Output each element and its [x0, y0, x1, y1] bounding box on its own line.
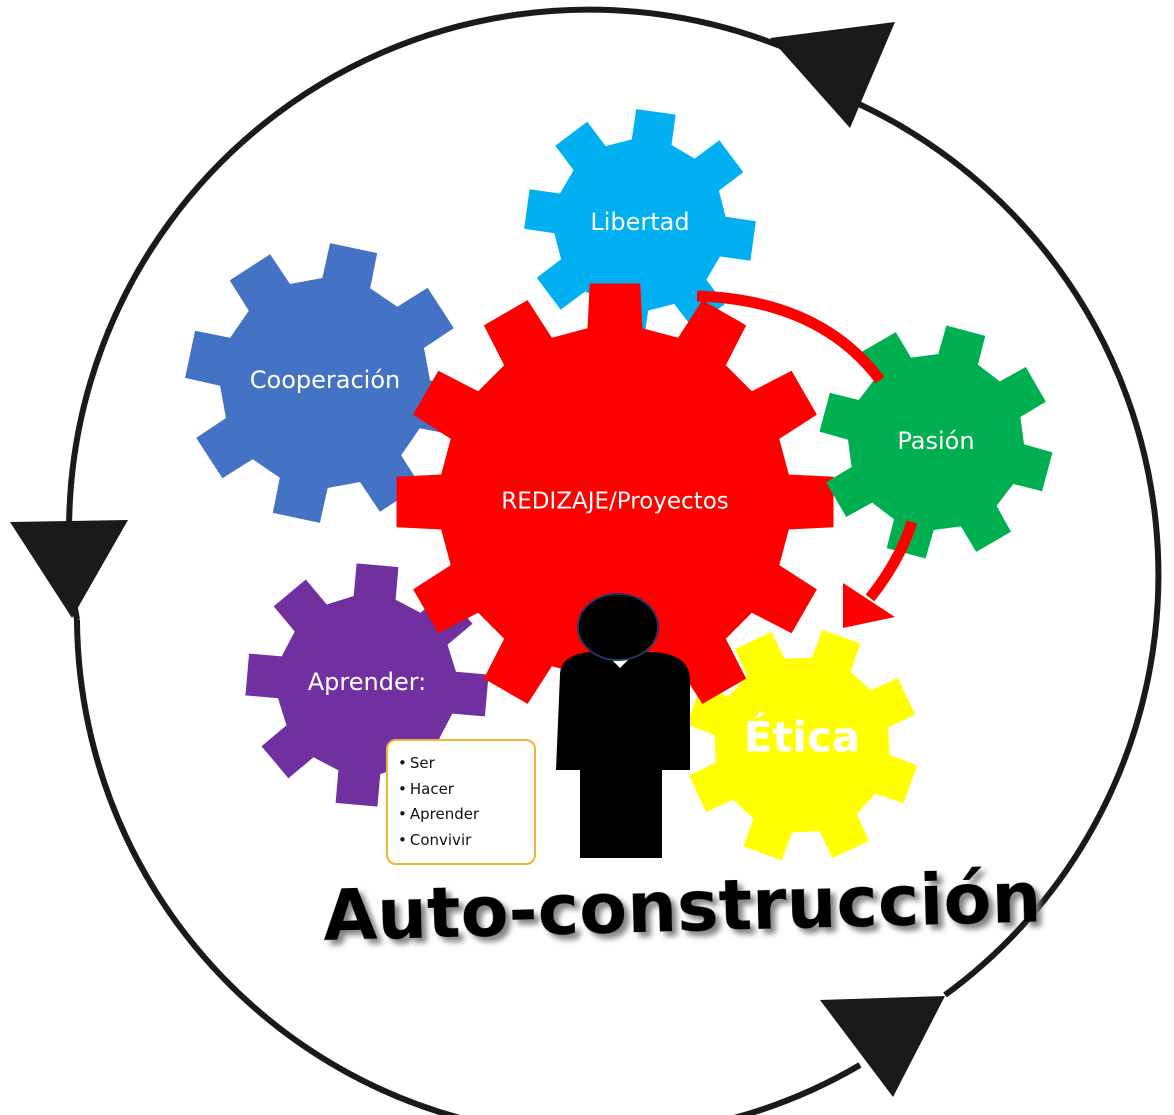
skill-item-label: Aprender [409, 805, 480, 823]
gear-etica [686, 629, 918, 861]
skill-item-label: Hacer [409, 779, 454, 798]
gear-center-shape [396, 283, 834, 721]
cycle-arrowhead-bottom [820, 996, 945, 1097]
flow-arrow-pasion-etica-shaft [865, 520, 918, 602]
skill-item: •Convivir [398, 828, 534, 854]
flow-arrowhead-etica [843, 583, 895, 628]
gear-etica-shape [686, 629, 918, 861]
skill-item-label: Ser [409, 754, 435, 772]
gear-label-cooperacion: Cooperación [250, 366, 400, 394]
bullet-icon: • [398, 805, 407, 823]
skill-item: •Ser [398, 751, 534, 777]
flow-arrow-libertad-pasion [696, 290, 885, 384]
gear-label-pasion: Pasión [897, 427, 974, 455]
cycle-arrowhead-top [770, 22, 895, 128]
skill-item-label: Convivir [409, 830, 472, 849]
gear-libertad [524, 109, 756, 341]
cycle-arrowhead-left [10, 520, 128, 618]
person-icon [556, 593, 690, 858]
gear-pasion [819, 325, 1053, 559]
gear-label-etica: Ética [744, 712, 860, 762]
title-auto-construccion: Auto-construcción [322, 857, 1042, 958]
skill-item: •Aprender [398, 802, 534, 828]
bullet-icon: • [398, 754, 407, 772]
bullet-icon: • [398, 779, 407, 798]
gear-center [396, 283, 834, 721]
skills-list-box: •Ser •Hacer •Aprender •Convivir [386, 739, 536, 865]
gear-label-aprender: Aprender: [308, 668, 427, 696]
gear-cooperacion [185, 243, 465, 523]
gear-label-libertad: Libertad [590, 208, 689, 236]
skill-item: •Hacer [398, 777, 534, 803]
cycle-ring [66, 6, 1162, 1115]
gear-pasion-shape [819, 325, 1053, 559]
bullet-icon: • [398, 830, 407, 849]
gear-label-center: REDIZAJE/Proyectos [501, 489, 729, 515]
gear-libertad-shape [524, 109, 756, 341]
gear-cooperacion-shape [185, 243, 465, 523]
